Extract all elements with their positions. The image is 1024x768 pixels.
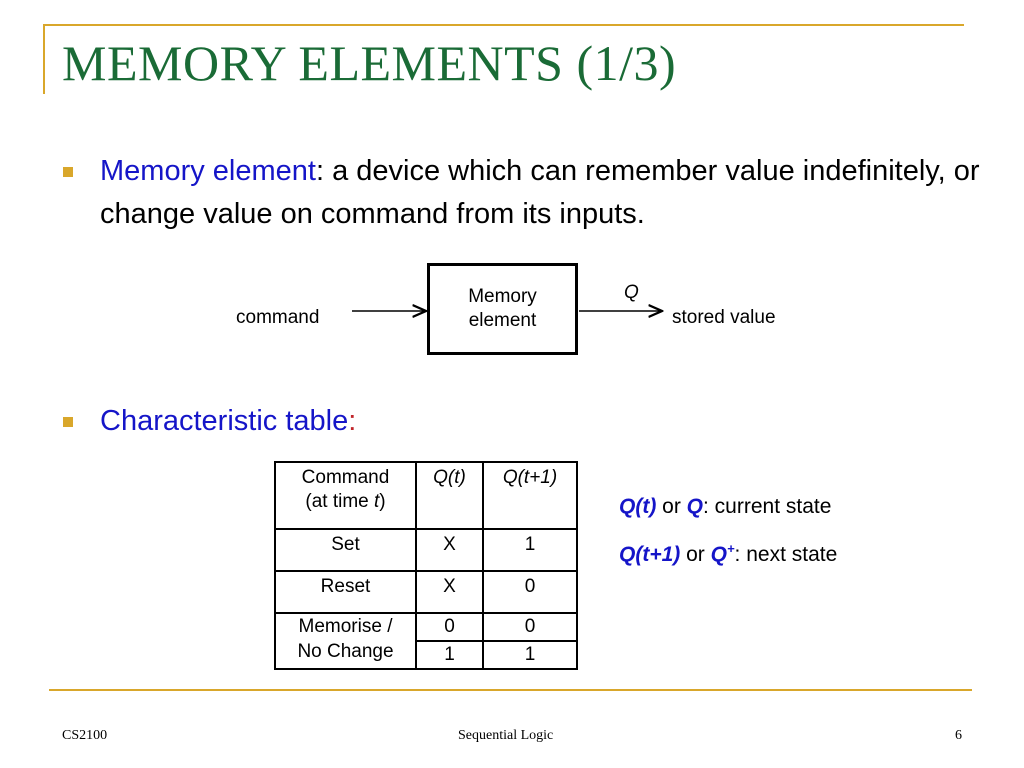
definition-term: Memory element: [100, 155, 316, 187]
legend-next-state: Q(t+1) or Q+: next state: [619, 541, 837, 567]
cell-qt1: 1: [482, 528, 578, 572]
header-command-line2: (at time t): [276, 490, 415, 514]
characteristic-table-heading: Characteristic table:: [100, 400, 356, 443]
legend-qplus: Q: [710, 543, 727, 566]
legend-qt1: Q(t+1): [619, 543, 681, 566]
header-qt1: Q(t+1): [482, 461, 578, 530]
table-row: Set X 1: [274, 528, 578, 572]
cell-qt: 0: [415, 612, 484, 642]
cell-qt1: 0: [482, 612, 578, 642]
heading-term: Characteristic table: [100, 405, 349, 437]
cell-qt1: 1: [482, 640, 578, 670]
cell-qt: X: [415, 528, 484, 572]
footer-divider: [49, 689, 972, 691]
footer-page-number: 6: [955, 728, 962, 743]
memorise-line1: Memorise /: [298, 616, 393, 637]
diagram-input-label: command: [236, 307, 320, 328]
box-label-line1: Memory: [468, 286, 537, 307]
legend-current-text: : current state: [703, 495, 832, 518]
header-time-suffix: ): [379, 491, 386, 512]
frame-left-line: [43, 24, 45, 94]
cell-command-memorise: Memorise / No Change: [274, 612, 417, 670]
legend-or: or: [656, 495, 687, 518]
slide-title: MEMORY ELEMENTS (1/3): [62, 35, 677, 91]
header-time-prefix: (at time: [305, 491, 374, 512]
memory-element-box: Memory element: [427, 263, 578, 355]
box-label-line2: element: [468, 310, 537, 331]
heading-colon: :: [348, 405, 357, 437]
table-row: Memorise / No Change 0 0: [274, 612, 578, 670]
characteristic-table: Command (at time t) Q(t) Q(t+1) Set X 1 …: [274, 461, 578, 670]
cell-command: Set: [274, 528, 417, 572]
table-row: 1 1: [275, 640, 578, 670]
cell-qt1: 0: [482, 570, 578, 614]
legend-q: Q: [686, 495, 704, 518]
cell-command: Reset: [274, 570, 417, 614]
legend-plus-sup: +: [726, 541, 735, 556]
footer-course: CS2100: [62, 728, 108, 743]
bullet-square-icon: [63, 167, 73, 177]
table-header-row: Command (at time t) Q(t) Q(t+1): [274, 461, 578, 530]
legend-qt: Q(t): [619, 495, 657, 518]
definition-text: : a device which can remember value inde…: [100, 155, 980, 230]
memorise-line2: No Change: [297, 641, 394, 662]
table-row: Reset X 0: [274, 570, 578, 614]
footer-topic: Sequential Logic: [458, 728, 554, 743]
legend-current-state: Q(t) or Q: current state: [619, 495, 831, 519]
frame-top-line: [43, 24, 964, 26]
bullet-square-icon: [63, 417, 73, 427]
cell-qt: X: [415, 570, 484, 614]
header-command: Command (at time t): [274, 461, 417, 530]
memory-element-definition: Memory element: a device which can remem…: [100, 150, 990, 236]
cell-qt: 1: [415, 640, 484, 670]
header-time-var: t: [374, 491, 380, 512]
legend-next-text: : next state: [734, 543, 838, 566]
output-symbol: Q: [624, 282, 639, 303]
header-command-line1: Command: [301, 467, 390, 488]
legend-or: or: [680, 543, 711, 566]
header-qt: Q(t): [415, 461, 484, 530]
diagram-output-label: stored value: [672, 307, 776, 328]
